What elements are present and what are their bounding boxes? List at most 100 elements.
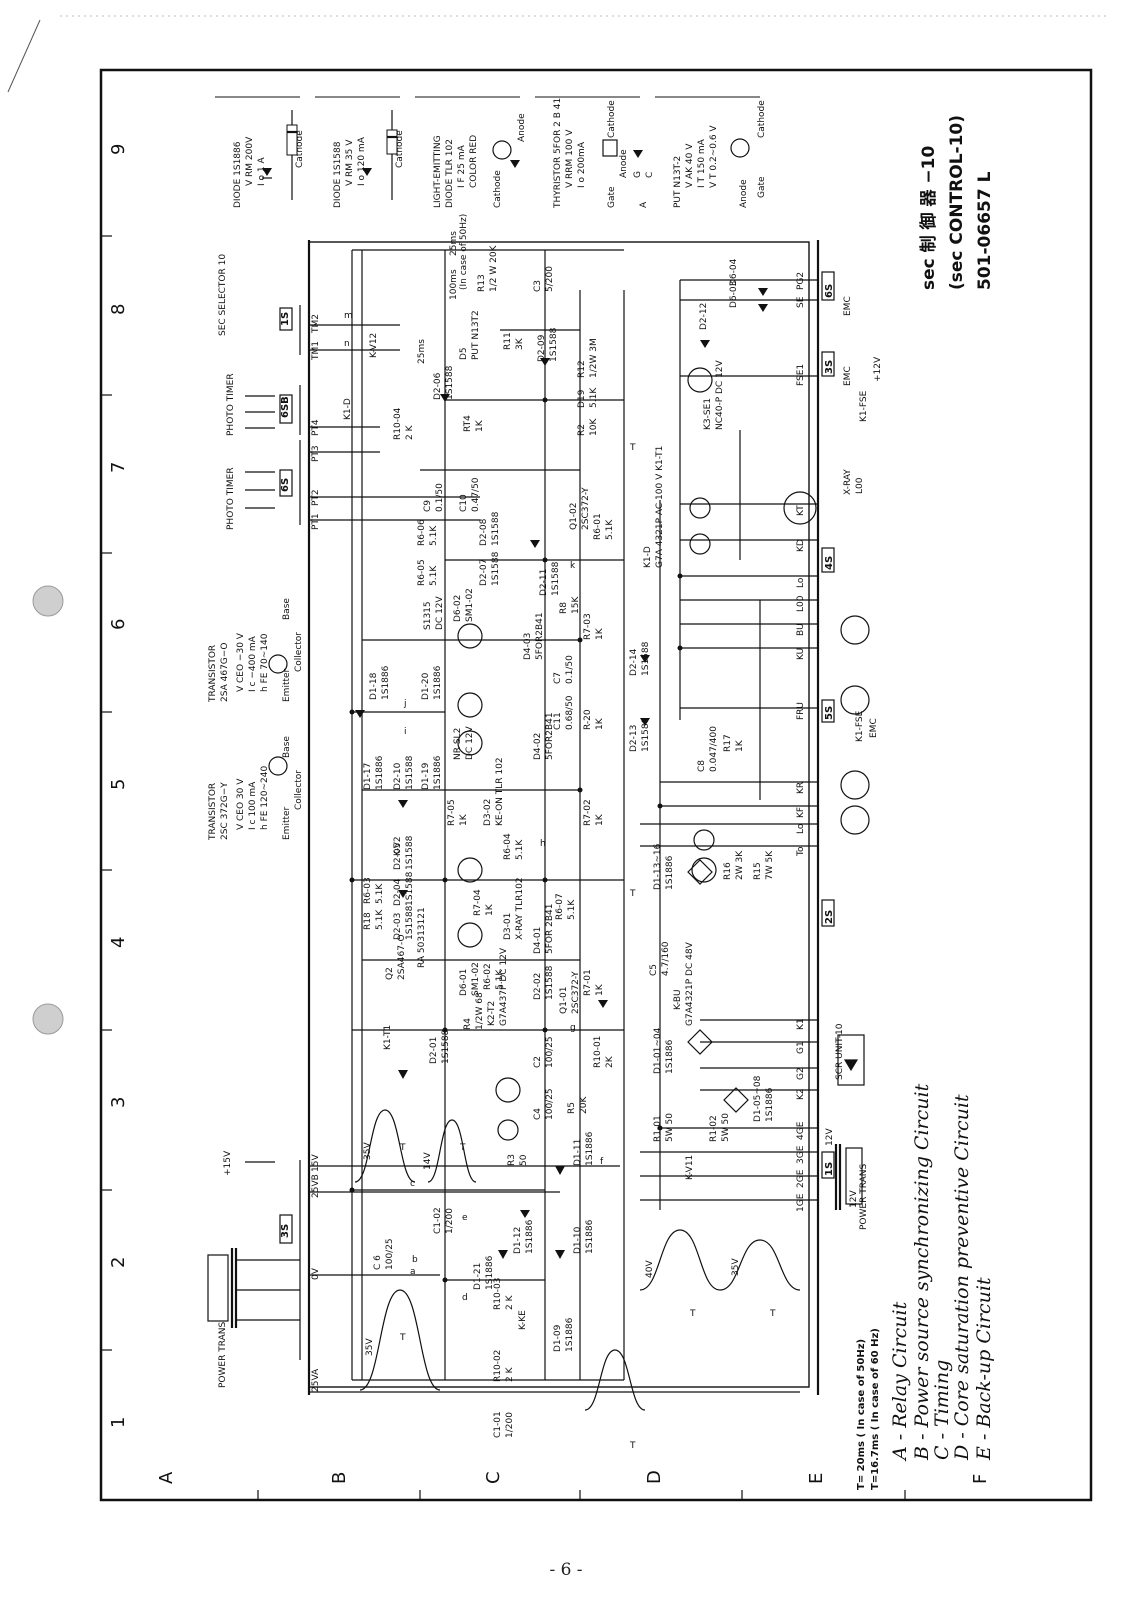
diode-symbol-icon [362,168,372,176]
svg-text:R10-04: R10-04 [393,407,403,440]
junction-dots [349,397,683,1283]
svg-text:C2: C2 [533,1056,543,1068]
svg-text:DIODE 1S1886: DIODE 1S1886 [233,141,243,208]
svg-text:5.1K: 5.1K [567,899,577,920]
svg-text:FRU: FRU [796,702,806,720]
svg-text:To: To [796,846,806,857]
feeder-lines [309,324,800,1393]
svg-text:V RRM 100 V: V RRM 100 V [565,129,575,188]
svg-text:2GE: 2GE [796,1169,806,1188]
svg-text:25ms: 25ms [417,339,427,364]
svg-text:h FE 70~140: h FE 70~140 [260,633,270,692]
svg-text:7W 5K: 7W 5K [765,850,775,880]
svg-text:35V: 35V [363,1142,373,1160]
svg-text:4S: 4S [824,556,835,570]
svg-text:50: 50 [519,1154,529,1166]
punch-hole-top [32,585,64,617]
period-60hz-note: T=16.7ms ( In case of 60 Hz) [870,1328,881,1490]
svg-text:TRANSISTOR: TRANSISTOR [208,645,218,703]
svg-text:L00: L00 [855,477,865,494]
svg-text:I o 200mA: I o 200mA [577,141,587,188]
grid-row-c: C [483,1471,504,1484]
svg-text:V RM 35 V: V RM 35 V [345,139,355,186]
grid-rows: A B C D E F [156,1470,991,1484]
svg-text:R16: R16 [723,862,733,880]
top-labels: SEC SELECTOR 10 PHOTO TIMER PHOTO TIMER … [218,214,469,1388]
svg-text:G7A 4321P AC 100 V K1-T1: G7A 4321P AC 100 V K1-T1 [655,446,665,568]
svg-text:k: k [570,561,576,571]
svg-text:100ms: 100ms [449,269,459,300]
svg-text:R7-03: R7-03 [583,613,593,640]
svg-text:D2-09: D2-09 [537,334,547,362]
transistor-pinout-icon [268,654,288,674]
svg-text:K3-SE1: K3-SE1 [703,398,713,430]
svg-text:C10: C10 [459,494,469,512]
component-legend: DIODE 1S1886 V RM 200V I o 1 A Cathode D… [215,96,767,209]
svg-text:2SA467-O: 2SA467-O [397,934,407,980]
bottom-wiring [640,279,818,1210]
svg-text:V T 0.2~0.6 V: V T 0.2~0.6 V [709,125,719,188]
svg-text:2SC372-Y: 2SC372-Y [581,487,591,530]
svg-text:D1-05~08: D1-05~08 [753,1075,763,1122]
svg-text:SM1-02: SM1-02 [465,588,475,622]
connector-6s: 6S [280,478,291,492]
svg-text:D1-12: D1-12 [513,1227,523,1254]
svg-text:C7: C7 [553,672,563,684]
note-relay-circuit: A - Relay Circuit [889,1301,911,1462]
svg-text:TM2: TM2 [311,314,321,334]
svg-text:2W 3K: 2W 3K [735,850,745,880]
svg-text:R6-06: R6-06 [417,519,427,546]
svg-text:D3-02: D3-02 [483,799,493,826]
document-number: 501-06657 L [975,171,995,290]
svg-text:5FOR2B41: 5FOR2B41 [545,712,555,760]
svg-text:FSE1: FSE1 [796,364,806,386]
svg-text:c: c [410,1179,415,1189]
control-board-outline [308,241,810,1388]
svg-text:3S: 3S [824,360,835,374]
svg-text:R10-01: R10-01 [593,1036,603,1068]
svg-text:35V: 35V [731,1258,741,1276]
svg-text:Collector: Collector [294,770,304,810]
svg-text:C11: C11 [553,712,563,730]
sheet-subtitle: (sec CONTROL-10) [947,115,967,290]
svg-text:1S1886: 1S1886 [375,755,385,790]
photo-timer-label-1: PHOTO TIMER [226,373,236,436]
power-trans-label: POWER TRANS [218,1322,228,1388]
svg-text:Lo: Lo [796,577,806,588]
svg-text:D2-08: D2-08 [479,518,489,546]
svg-text:I o 120 mA: I o 120 mA [357,136,367,186]
svg-text:TRANSISTOR: TRANSISTOR [208,783,218,841]
svg-text:Cathode: Cathode [395,130,405,168]
connector-3s: 3S [280,1224,291,1238]
svg-text:1S1588: 1S1588 [405,835,415,870]
svg-text:R8: R8 [559,602,569,614]
grid-row-a: A [156,1471,177,1484]
svg-text:T: T [769,1309,776,1319]
svg-text:D6-01: D6-01 [459,969,469,996]
svg-text:i: i [404,727,407,737]
svg-text:C5: C5 [649,964,659,976]
bottom-terminal-labels: 1GE 2GE 3GE 4GE K2 G2 G1 K1 To Lo KF KR … [796,272,806,1212]
svg-text:T: T [629,1441,636,1451]
svg-text:D6-02: D6-02 [453,595,463,622]
svg-text:K1-T1: K1-T1 [383,1025,393,1050]
svg-text:K2: K2 [796,1088,806,1100]
svg-text:V RM 200V: V RM 200V [245,136,255,186]
svg-text:T: T [459,1143,466,1153]
svg-text:R10-03: R10-03 [493,1278,503,1310]
svg-text:R18: R18 [363,912,373,930]
svg-text:D4-01: D4-01 [533,927,543,954]
grid-col-2: 2 [108,1257,129,1268]
svg-text:C4: C4 [533,1108,543,1120]
timing-notes: T= 20ms ( In case of 50Hz) T=16.7ms ( In… [856,1328,881,1490]
legend-put: PUT N13T-2 V AK 40 V I T 150 mA V T 0.2~… [673,100,767,208]
svg-text:25VA: 25VA [311,1368,321,1392]
grid-row-d: D [644,1470,665,1484]
svg-text:T: T [629,889,636,899]
legend-led-tlr102: LIGHT-EMITTING DIODE TLR 102 I F 25 mA C… [433,113,527,208]
put-symbol-icon [730,138,750,158]
svg-text:40V: 40V [645,1260,655,1278]
svg-text:D1-20: D1-20 [421,672,431,700]
svg-text:Emitter: Emitter [282,668,292,702]
